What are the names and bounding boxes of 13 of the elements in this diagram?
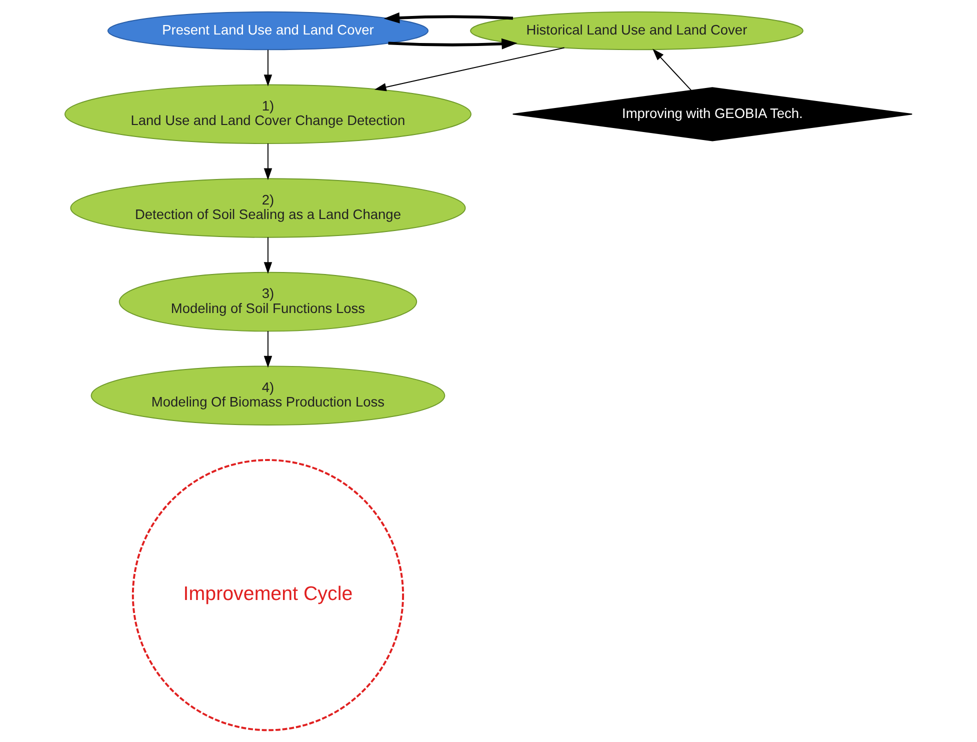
node-diamond: Improving with GEOBIA Tech.: [512, 87, 913, 142]
node-ellipse: 3) Modeling of Soil Functions Loss: [118, 272, 418, 332]
arrow: [374, 47, 565, 92]
arrow: [384, 12, 514, 24]
arrow: [388, 38, 518, 50]
arrow: [652, 48, 692, 91]
arrow: [264, 142, 272, 180]
node-ellipse: 4) Modeling Of Biomass Production Loss: [90, 366, 446, 426]
arrow: [264, 236, 272, 274]
arrow: [264, 330, 272, 368]
node-circle: Improvement Cycle: [132, 459, 404, 732]
arrow: [264, 49, 272, 86]
node-ellipse: 2) Detection of Soil Sealing as a Land Change: [70, 178, 466, 238]
